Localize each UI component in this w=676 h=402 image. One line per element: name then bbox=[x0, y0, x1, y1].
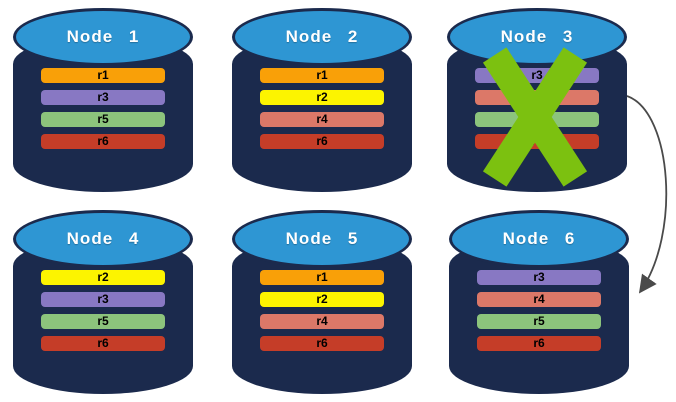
node-2-title: Node 2 bbox=[285, 27, 359, 46]
replica-bar: r3 bbox=[41, 292, 165, 307]
replica-bar: r1 bbox=[41, 68, 165, 83]
replica-bar: r6 bbox=[260, 134, 384, 149]
node-1-cylinder: Node 1 r1 r3 r5 r6 bbox=[13, 8, 193, 192]
node-3-cylinder: Node 3 r3 r4 r5 r6 bbox=[447, 8, 627, 192]
node-5-title: Node 5 bbox=[285, 229, 359, 248]
replica-bar: r3 bbox=[41, 90, 165, 105]
node-3-title: Node 3 bbox=[500, 27, 574, 46]
replica-bar: r3 bbox=[477, 270, 601, 285]
replica-bar: r1 bbox=[260, 270, 384, 285]
replica-bar: r4 bbox=[260, 314, 384, 329]
replica-bar: r5 bbox=[41, 314, 165, 329]
node-4-title: Node 4 bbox=[66, 229, 140, 248]
replica-bar: r6 bbox=[477, 336, 601, 351]
replica-bar: r6 bbox=[41, 134, 165, 149]
node-4-database-top: Node 4 bbox=[13, 210, 193, 268]
node-4-replica-list: r2 r3 r5 r6 bbox=[41, 270, 165, 358]
replica-bar: r4 bbox=[260, 112, 384, 127]
node-2-database-top: Node 2 bbox=[232, 8, 412, 66]
node-6-cylinder: Node 6 r3 r4 r5 r6 bbox=[449, 210, 629, 394]
replica-bar: r4 bbox=[477, 292, 601, 307]
node-6-title: Node 6 bbox=[502, 229, 576, 248]
node-5-replica-list: r1 r2 r4 r6 bbox=[260, 270, 384, 358]
node-1-database-top: Node 1 bbox=[13, 8, 193, 66]
replica-bar: r5 bbox=[41, 112, 165, 127]
replica-bar: r5 bbox=[477, 314, 601, 329]
node-6-replica-list: r3 r4 r5 r6 bbox=[477, 270, 601, 358]
node-6-database-top: Node 6 bbox=[449, 210, 629, 268]
replica-bar: r2 bbox=[260, 90, 384, 105]
failover-arrow-path bbox=[626, 95, 668, 294]
replica-bar: r2 bbox=[260, 292, 384, 307]
replica-bar: r1 bbox=[260, 68, 384, 83]
node-4-cylinder: Node 4 r2 r3 r5 r6 bbox=[13, 210, 193, 394]
replica-bar: r6 bbox=[260, 336, 384, 351]
node-3-database-top: Node 3 bbox=[447, 8, 627, 66]
node-2-replica-list: r1 r2 r4 r6 bbox=[260, 68, 384, 156]
node-2-cylinder: Node 2 r1 r2 r4 r6 bbox=[232, 8, 412, 192]
replica-bar: r6 bbox=[41, 336, 165, 351]
node-5-cylinder: Node 5 r1 r2 r4 r6 bbox=[232, 210, 412, 394]
node-1-title: Node 1 bbox=[66, 27, 140, 46]
node-1-replica-list: r1 r3 r5 r6 bbox=[41, 68, 165, 156]
replica-bar: r2 bbox=[41, 270, 165, 285]
node-5-database-top: Node 5 bbox=[232, 210, 412, 268]
